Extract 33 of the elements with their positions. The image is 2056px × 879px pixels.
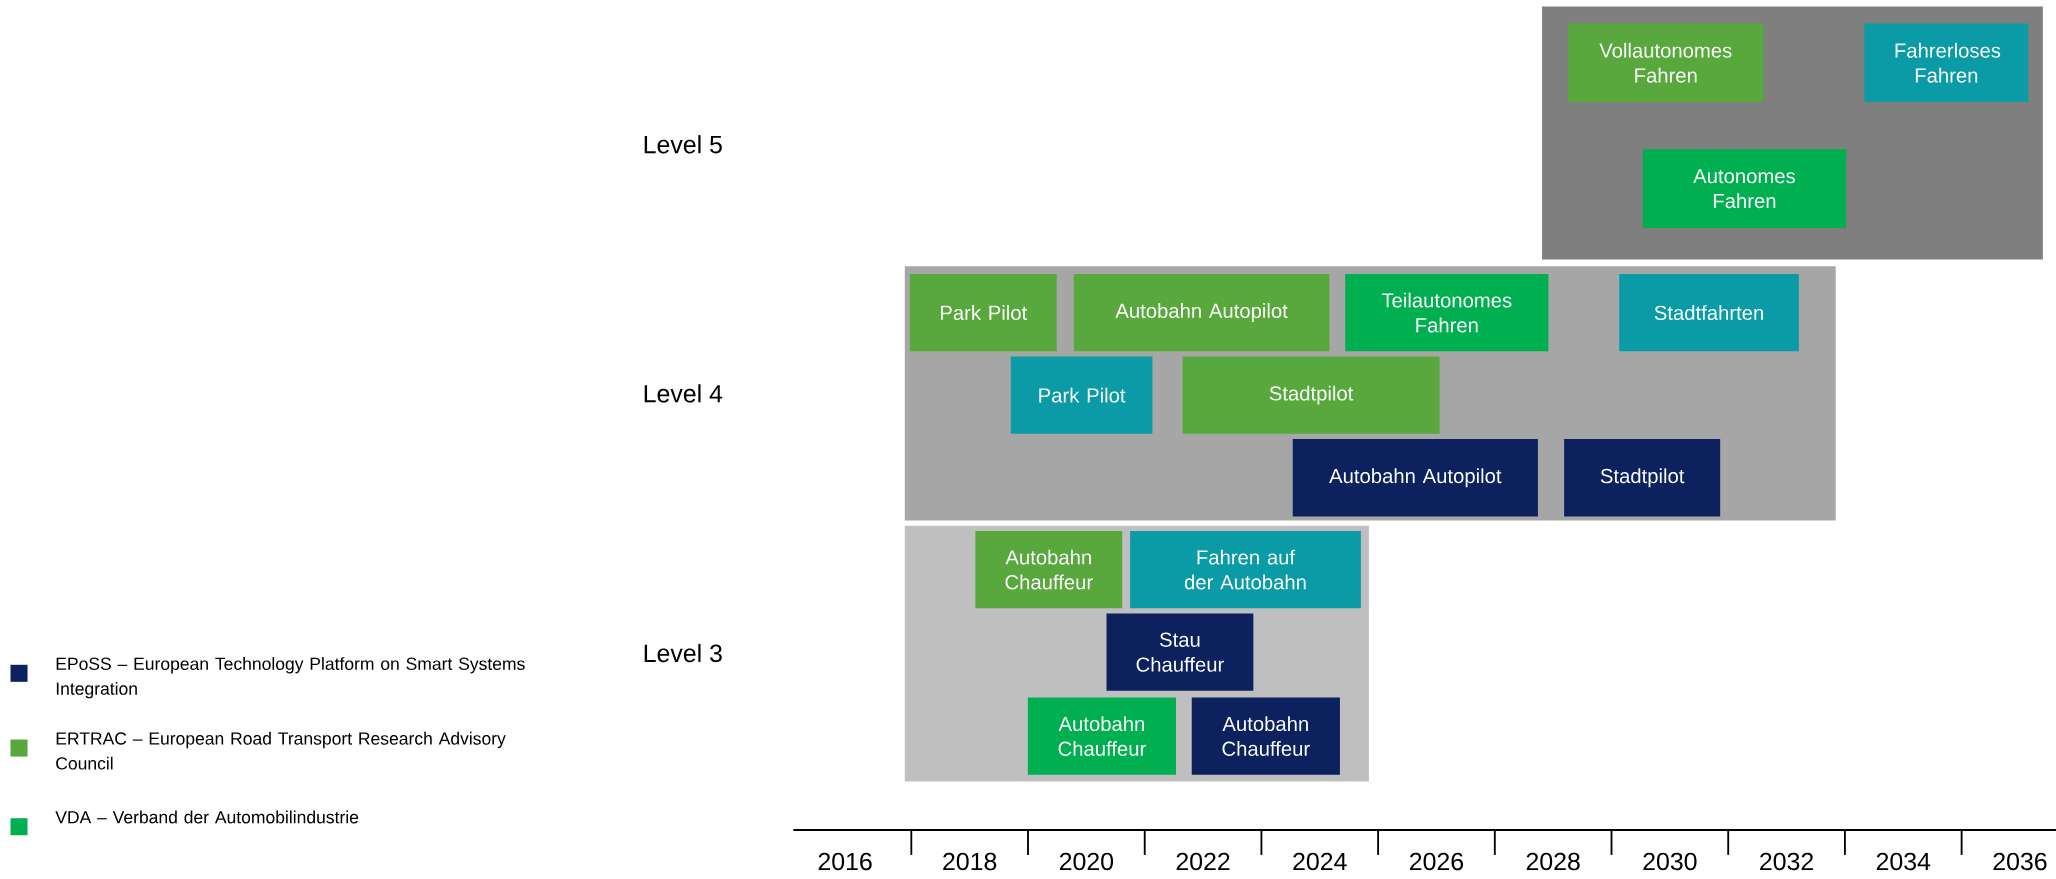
timeline-box: Autobahn Chauffeur [975, 531, 1123, 609]
year-label: 2034 [1876, 852, 1931, 871]
year-label: 2020 [1059, 852, 1114, 871]
year-label: 2032 [1760, 852, 1813, 871]
year-label: 2016 [818, 852, 872, 871]
level-label: Level 5 [644, 135, 722, 154]
timeline-box: Vollautonomes Fahren [1568, 23, 1764, 103]
year-label: 2026 [1410, 852, 1464, 871]
timeline-box: Park Pilot [1010, 356, 1153, 435]
level-label: Level 3 [644, 644, 722, 663]
timeline-box: Autobahn Chauffeur [1027, 697, 1176, 775]
legend-text: EPoSS – European Technology Platform on Smart Systems Integration [56, 657, 525, 699]
timeline-box: Stadtpilot [1182, 356, 1440, 435]
timeline-box: Autonomes Fahren [1642, 149, 1847, 229]
year-label: 2024 [1293, 852, 1347, 871]
year-label: 2018 [943, 852, 997, 871]
timeline-box: Stau Chauffeur [1106, 613, 1254, 692]
year-label: 2028 [1526, 852, 1580, 871]
timeline-box: Autobahn Autopilot [1073, 274, 1330, 352]
timeline-box: Fahren auf der Autobahn [1130, 531, 1361, 609]
legend-text: VDA – Verband der Automobilindustrie [55, 810, 359, 824]
year-label: 2022 [1176, 852, 1230, 871]
level-label: Level 4 [644, 384, 723, 403]
timeline-box: Stadtfahrten [1619, 274, 1799, 352]
timeline-box: Autobahn Chauffeur [1191, 697, 1340, 775]
timeline-box: Teilautonomes Fahren [1345, 274, 1549, 352]
year-label: 2036 [1993, 852, 2047, 871]
year-label: 2030 [1643, 852, 1697, 871]
timeline-box: Park Pilot [909, 274, 1057, 352]
timeline-box: Autobahn Autopilot [1292, 439, 1538, 517]
timeline-box: Fahrerloses Fahren [1864, 23, 2029, 103]
timeline-box: Stadtpilot [1564, 439, 1721, 517]
legend-text: ERTRAC – European Road Transport Research Advisory Council [56, 732, 506, 770]
